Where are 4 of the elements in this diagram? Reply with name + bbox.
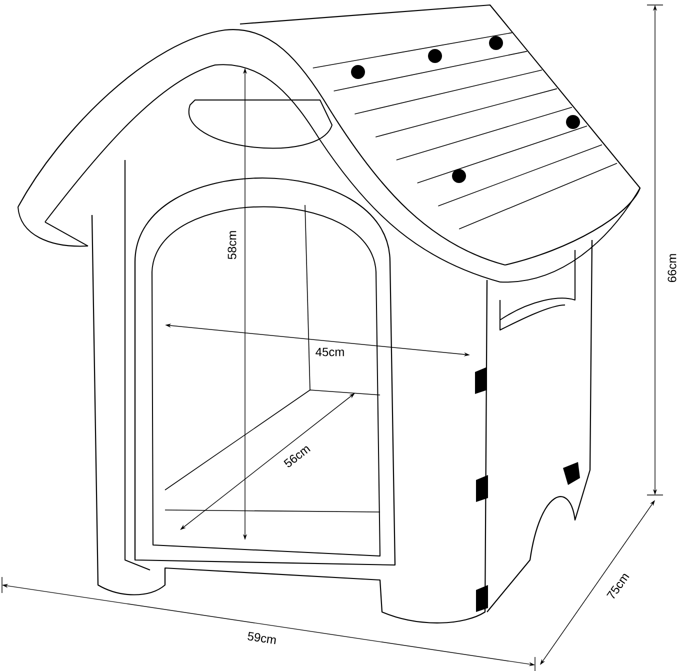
dimension-label: 66cm [668,254,676,282]
dimension-label: 59cm [248,632,276,644]
dimension-label: 45cm [316,348,344,356]
dimension-label: 58cm [228,231,236,260]
